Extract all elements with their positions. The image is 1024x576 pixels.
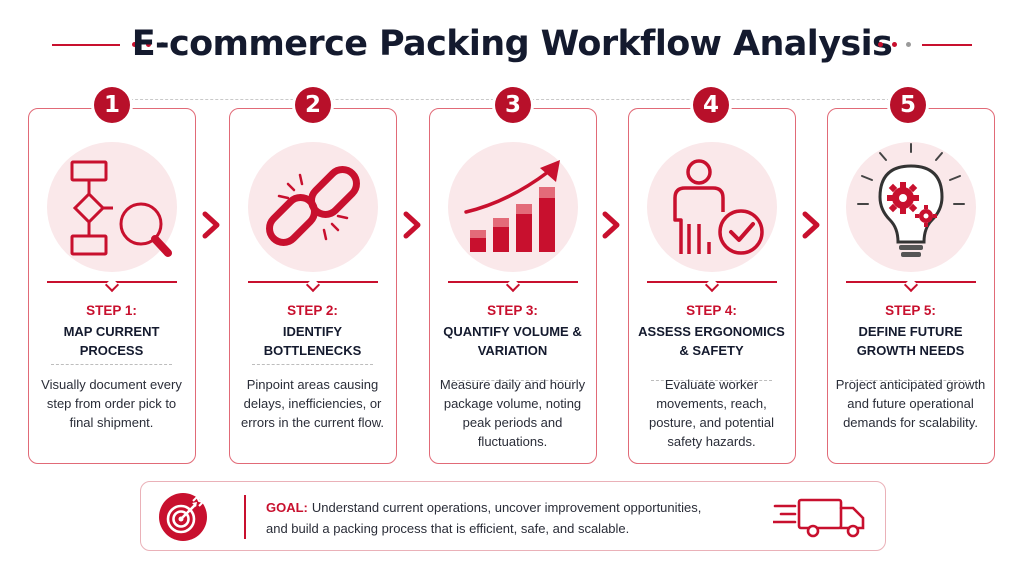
- step-number-badge-3: 3: [495, 87, 531, 123]
- goal-divider: [244, 495, 246, 539]
- step-description: Pinpoint areas causing delays, inefficie…: [240, 377, 385, 430]
- title-row: E-commerce Packing Workflow Analysis: [0, 22, 1024, 70]
- step-number-badge-5: 5: [890, 87, 926, 123]
- flowchart-magnifier-icon: [47, 142, 177, 272]
- target-arrow-icon: [159, 493, 207, 541]
- chevron-right-icon: [202, 211, 220, 239]
- goal-text: GOAL:Understand current operations, unco…: [266, 497, 746, 539]
- step-card-4: STEP 4: ASSESS ERGONOMICS & SAFETY Evalu…: [628, 108, 796, 464]
- card-dashed-divider: [850, 380, 971, 381]
- goal-box: GOAL:Understand current operations, unco…: [140, 481, 886, 551]
- card-dashed-divider: [252, 364, 373, 365]
- step-card-5: STEP 5: DEFINE FUTURE GROWTH NEEDS Proje…: [827, 108, 995, 464]
- step-description: Visually document every step from order …: [41, 377, 182, 430]
- goal-line-2: and build a packing process that is effi…: [266, 521, 630, 536]
- step-card-2: STEP 2: IDENTIFY BOTTLENECKS Pinpoint ar…: [229, 108, 397, 464]
- chevron-right-icon: [403, 211, 421, 239]
- step-description: Project anticipated growth and future op…: [835, 377, 986, 430]
- step-label: STEP 1:: [86, 303, 137, 318]
- goal-line-1: Understand current operations, uncover i…: [311, 500, 702, 515]
- step-card-1: STEP 1: MAP CURRENT PROCESS Visually doc…: [28, 108, 196, 464]
- card-dashed-divider: [452, 380, 573, 381]
- step-label: STEP 4:: [686, 303, 737, 318]
- card-dashed-divider: [51, 364, 172, 365]
- step-title: ASSESS ERGONOMICS & SAFETY: [638, 324, 785, 358]
- step-label: STEP 3:: [487, 303, 538, 318]
- step-card-3: STEP 3: QUANTIFY VOLUME & VARIATION Meas…: [429, 108, 597, 464]
- step-title: MAP CURRENT PROCESS: [63, 324, 160, 358]
- title-decoration-left: [52, 34, 172, 56]
- growth-bar-chart-icon: [448, 142, 578, 272]
- title-decoration-right: [872, 34, 992, 56]
- step-title: QUANTIFY VOLUME & VARIATION: [443, 324, 582, 358]
- step-title: IDENTIFY BOTTLENECKS: [263, 324, 362, 358]
- broken-chain-icon: [248, 142, 378, 272]
- goal-label: GOAL:: [266, 500, 308, 515]
- step-title: DEFINE FUTURE GROWTH NEEDS: [856, 324, 965, 358]
- step-label: STEP 2:: [287, 303, 338, 318]
- step-label: STEP 5:: [885, 303, 936, 318]
- worker-check-icon: [647, 142, 777, 272]
- chevron-right-icon: [802, 211, 820, 239]
- step-number-badge-2: 2: [295, 87, 331, 123]
- step-number-badge-4: 4: [693, 87, 729, 123]
- step-number-badge-1: 1: [94, 87, 130, 123]
- delivery-truck-icon: [773, 498, 865, 538]
- step-description: Evaluate worker movements, reach, postur…: [648, 377, 775, 449]
- lightbulb-gears-icon: [846, 142, 976, 272]
- chevron-right-icon: [602, 211, 620, 239]
- card-dashed-divider: [651, 380, 772, 381]
- step-description: Measure daily and hourly package volume,…: [439, 377, 586, 449]
- page-title: E-commerce Packing Workflow Analysis: [131, 24, 893, 64]
